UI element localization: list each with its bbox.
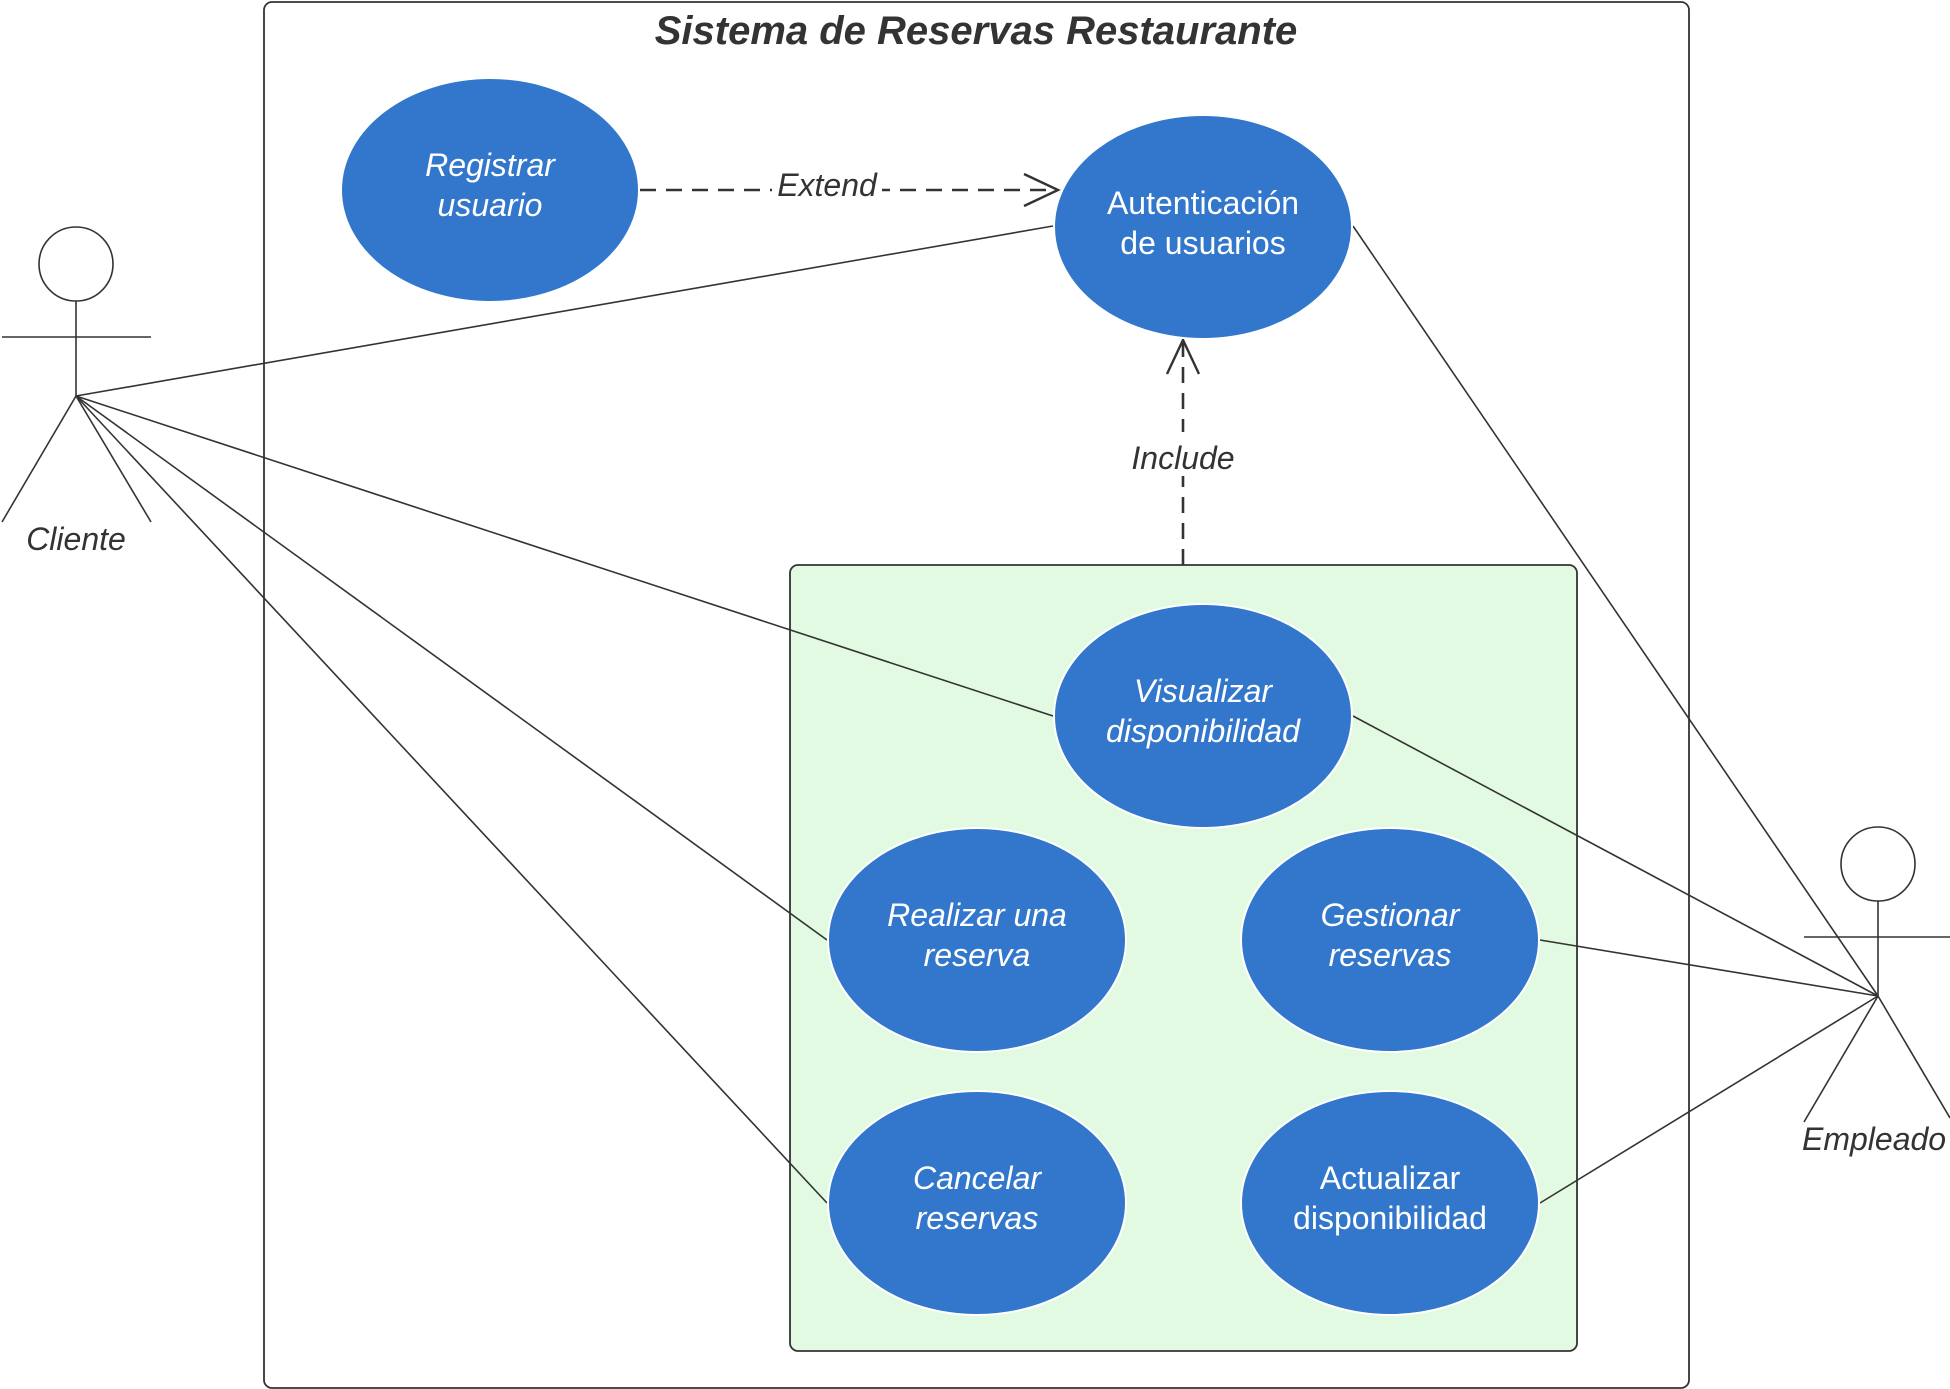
use-case-label-line1: Autenticación (1107, 185, 1299, 221)
include-label-bg (1120, 432, 1246, 476)
actor-label: Empleado (1802, 1121, 1946, 1157)
use-case-label-line2: de usuarios (1120, 225, 1285, 261)
assoc-cliente-realizar (75, 395, 828, 941)
assoc-empleado-visualizar (1352, 715, 1879, 997)
use-case-autenticacion[interactable]: Autenticación de usuarios (1053, 114, 1353, 340)
assoc-empleado-autenticacion (1352, 225, 1879, 997)
use-case-label-line1: Registrar (425, 147, 556, 183)
extend-label: Extend (777, 167, 878, 203)
include-label: Include (1131, 440, 1234, 476)
assoc-empleado-actualizar (1539, 995, 1879, 1204)
assoc-cliente-autenticacion (75, 225, 1054, 397)
actor-label: Cliente (26, 521, 126, 557)
use-case-label-line2: reserva (924, 937, 1031, 973)
assoc-cliente-visualizar (75, 395, 1054, 717)
system-title: Sistema de Reservas Restaurante (655, 9, 1298, 53)
use-case-label-line1: Visualizar (1134, 673, 1273, 709)
use-case-realizar-reserva[interactable]: Realizar una reserva (827, 827, 1127, 1053)
use-case-label-line1: Realizar una (887, 897, 1067, 933)
use-case-label-line1: Actualizar (1320, 1160, 1461, 1196)
use-case-visualizar-disponibilidad[interactable]: Visualizar disponibilidad (1053, 603, 1353, 829)
use-case-label-line1: Gestionar (1321, 897, 1461, 933)
use-case-label-line2: disponibilidad (1293, 1200, 1487, 1236)
assoc-empleado-gestionar (1539, 939, 1879, 997)
actor-head-icon (38, 226, 114, 302)
use-case-gestionar-reservas[interactable]: Gestionar reservas (1240, 827, 1540, 1053)
use-case-label-line2: disponibilidad (1106, 713, 1301, 749)
use-case-registrar-usuario[interactable]: Registrar usuario (340, 77, 640, 303)
assoc-cliente-cancelar (75, 395, 828, 1204)
use-case-actualizar-disponibilidad[interactable]: Actualizar disponibilidad (1240, 1090, 1540, 1316)
actor-empleado[interactable]: Empleado (1802, 826, 1950, 1157)
use-case-label-line2: reservas (916, 1200, 1039, 1236)
use-case-cancelar-reservas[interactable]: Cancelar reservas (827, 1090, 1127, 1316)
actor-cliente[interactable]: Cliente (1, 226, 152, 557)
extend-label-bg (772, 164, 882, 204)
use-case-label-line1: Cancelar (913, 1160, 1042, 1196)
actor-head-icon (1840, 826, 1916, 902)
use-case-label-line2: reservas (1329, 937, 1452, 973)
use-case-label-line2: usuario (438, 187, 543, 223)
